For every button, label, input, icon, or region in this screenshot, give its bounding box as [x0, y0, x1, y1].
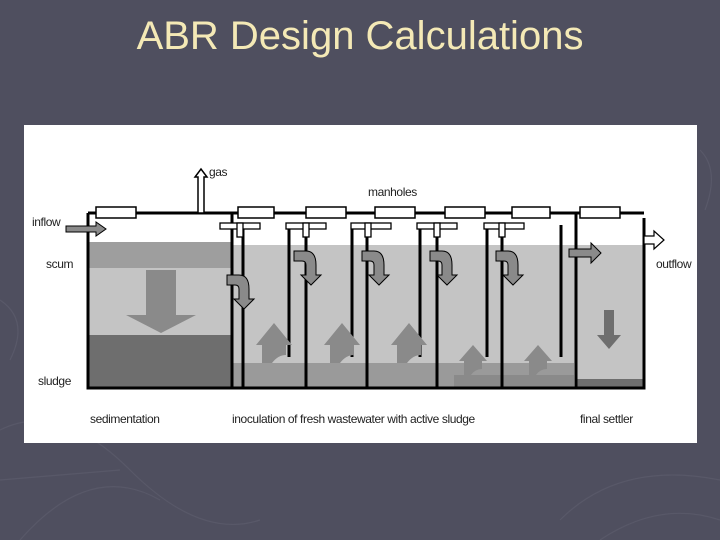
reactor-sludge-low	[454, 375, 574, 388]
abr-diagram: gas manholes inflow scum sludge outflow …	[32, 165, 692, 426]
manhole	[95, 206, 137, 219]
sedimentation-sludge	[88, 335, 232, 388]
label-outflow: outflow	[656, 257, 692, 271]
outflow-arrow	[643, 229, 665, 251]
manhole	[237, 206, 275, 219]
downflow-arrows	[226, 241, 602, 310]
sedimentation-down-arrow	[126, 270, 196, 333]
gas-outlet	[193, 167, 209, 214]
abr-diagram-figure: gas manholes inflow scum sludge outflow …	[24, 125, 697, 443]
final-settler-down-arrow	[597, 310, 621, 349]
final-settler-sludge	[576, 379, 644, 388]
manholes-group	[95, 206, 621, 219]
label-scum: scum	[46, 257, 73, 271]
inflow-arrow	[65, 221, 107, 237]
label-sedimentation: sedimentation	[90, 412, 160, 426]
manhole	[511, 206, 551, 219]
manhole	[305, 206, 347, 219]
label-sludge: sludge	[38, 374, 72, 388]
upflow-arrows	[256, 323, 552, 375]
manhole	[579, 206, 621, 219]
label-inoculation: inoculation of fresh wastewater with act…	[232, 412, 476, 426]
scum-layer	[88, 242, 232, 268]
label-inflow: inflow	[32, 215, 61, 229]
slide-title: ABR Design Calculations	[136, 14, 584, 58]
t-pipes	[219, 222, 525, 238]
label-gas: gas	[209, 165, 228, 179]
manhole	[374, 206, 416, 219]
manhole	[444, 206, 486, 219]
label-manholes: manholes	[368, 185, 417, 199]
label-final-settler: final settler	[580, 412, 633, 426]
